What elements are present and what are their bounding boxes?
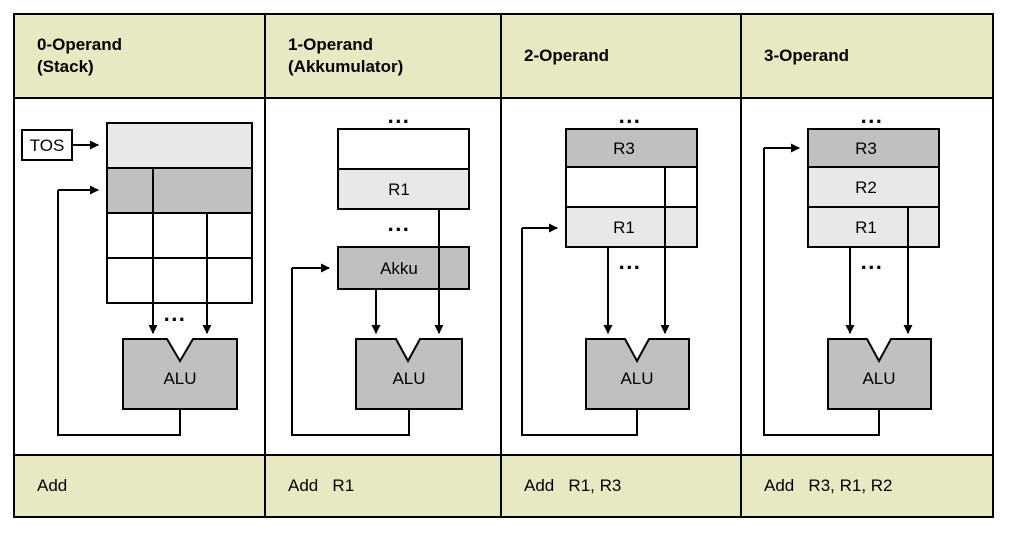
alu-label: ALU <box>163 369 196 388</box>
register-file: R3 R2 R1 <box>807 128 940 248</box>
instruction-cell-3-operand: Add R3, R1, R2 <box>742 456 992 516</box>
header-title-1: 1-Operand <box>288 35 374 55</box>
header-title-0: 0-Operand <box>37 35 123 55</box>
alu-block: ALU <box>355 338 463 410</box>
diagram-cell-stack: TOS ... ALU <box>15 99 266 454</box>
table-instruction-row: Add Add R1 Add R1, R3 Add R3, R1, R2 <box>15 456 992 516</box>
header-title-3: 3-Operand <box>764 46 850 66</box>
diagram-cell-two-operand: ... R3 R1 ... <box>502 99 742 454</box>
stack-box <box>106 122 253 304</box>
two-operand-diagram: ... R3 R1 ... <box>502 99 740 454</box>
instruction-text-0: Add <box>37 476 68 495</box>
accumulator-label: Akku <box>380 259 418 278</box>
register-r1-label: R1 <box>613 218 635 237</box>
alu-label: ALU <box>862 369 895 388</box>
accumulator-block: Akku <box>337 246 470 290</box>
table-header-row: 0-Operand (Stack) 1-Operand (Akkumulator… <box>15 15 992 99</box>
header-cell-0-operand: 0-Operand (Stack) <box>15 15 266 97</box>
instruction-text-3: Add R3, R1, R2 <box>764 476 893 495</box>
accumulator-diagram: ... R1 ... Akku <box>266 99 500 454</box>
stack-ellipsis: ... <box>164 301 187 326</box>
instruction-text-2: Add R1, R3 <box>524 476 622 495</box>
register-r3-label: R3 <box>613 139 635 158</box>
alu-block: ALU <box>827 338 932 410</box>
register-r1-label: R1 <box>855 218 877 237</box>
comparison-table: 0-Operand (Stack) 1-Operand (Akkumulator… <box>13 13 994 518</box>
alu-block: ALU <box>585 338 690 410</box>
register-file: R3 R1 <box>565 128 698 248</box>
header-cell-1-operand: 1-Operand (Akkumulator) <box>266 15 502 97</box>
instruction-cell-1-operand: Add R1 <box>266 456 502 516</box>
header-subtitle-0: (Stack) <box>37 57 94 76</box>
stack-diagram: TOS ... ALU <box>15 99 264 454</box>
register-r3-label: R3 <box>855 139 877 158</box>
register-file-ellipsis-top: ... <box>619 103 642 128</box>
register-file-ellipsis-top: ... <box>861 103 884 128</box>
alu-block: ALU <box>122 338 238 410</box>
register-r1-label: R1 <box>388 180 410 199</box>
diagram-cell-accumulator: ... R1 ... Akku <box>266 99 502 454</box>
register-file-ellipsis-bottom: ... <box>619 249 642 274</box>
header-cell-3-operand: 3-Operand <box>742 15 992 97</box>
header-title-2: 2-Operand <box>524 46 610 66</box>
header-subtitle-1: (Akkumulator) <box>288 57 404 76</box>
three-operand-diagram: ... R3 R2 R1 ... <box>742 99 992 454</box>
instruction-cell-0-operand: Add <box>15 456 266 516</box>
register-file-ellipsis-bottom: ... <box>388 211 411 236</box>
header-cell-2-operand: 2-Operand <box>502 15 742 97</box>
instruction-text-1: Add R1 <box>288 476 355 495</box>
alu-label: ALU <box>620 369 653 388</box>
table-diagram-row: TOS ... ALU <box>15 99 992 456</box>
tos-label: TOS <box>30 136 65 155</box>
register-file: R1 <box>337 128 470 210</box>
tos-pointer: TOS <box>21 129 99 161</box>
alu-label: ALU <box>392 369 425 388</box>
register-file-ellipsis-bottom: ... <box>861 249 884 274</box>
register-file-ellipsis-top: ... <box>388 103 411 128</box>
diagram-cell-three-operand: ... R3 R2 R1 ... <box>742 99 992 454</box>
instruction-cell-2-operand: Add R1, R3 <box>502 456 742 516</box>
register-r2-label: R2 <box>855 178 877 197</box>
